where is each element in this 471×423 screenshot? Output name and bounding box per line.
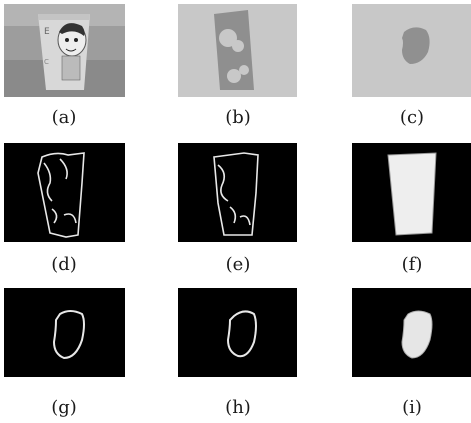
caption-a: (a) <box>14 107 114 128</box>
panel-d-edges <box>4 143 125 242</box>
panel-g-contour <box>4 288 125 377</box>
panel-e-edges <box>178 143 297 242</box>
panel-i-mask <box>352 288 471 377</box>
caption-b: (b) <box>188 107 288 128</box>
caption-e: (e) <box>188 254 288 275</box>
panel-c-segmentation <box>352 4 471 97</box>
caption-c: (c) <box>362 107 462 128</box>
panel-a-photo: E C <box>4 4 125 97</box>
caption-i: (i) <box>362 397 462 418</box>
svg-text:C: C <box>44 58 49 66</box>
caption-h: (h) <box>188 397 288 418</box>
caption-d: (d) <box>14 254 114 275</box>
svg-text:E: E <box>44 27 50 37</box>
panel-f-mask <box>352 143 471 242</box>
panel-h-contour <box>178 288 297 377</box>
caption-f: (f) <box>362 254 462 275</box>
panel-b-segmentation <box>178 4 297 97</box>
caption-g: (g) <box>14 397 114 418</box>
